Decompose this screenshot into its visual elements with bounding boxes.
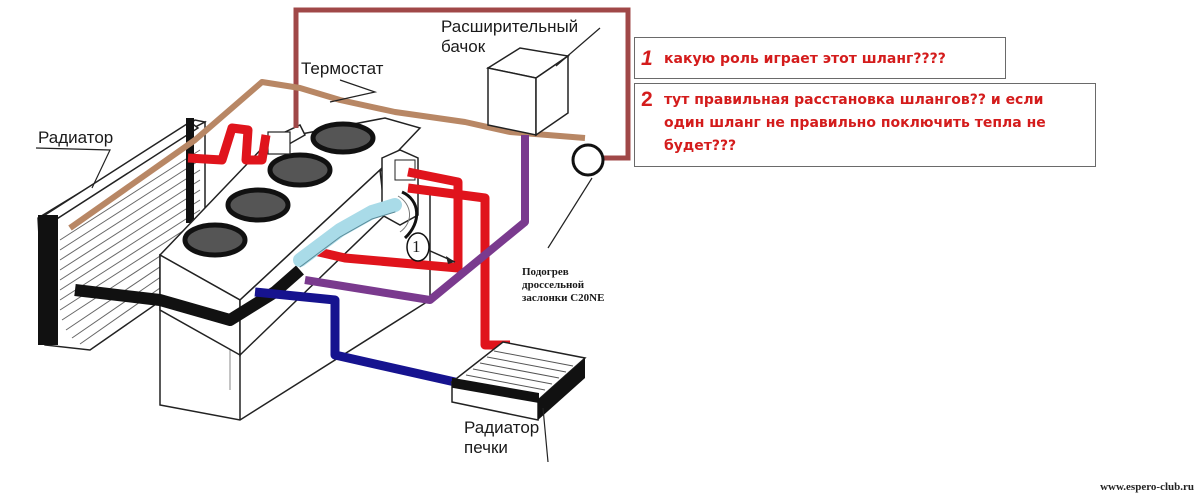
question-2-text-line2: один шланг не правильно поключить тепла … (664, 115, 1046, 131)
question-box-1: 1 какую роль играет этот шланг???? (634, 37, 1006, 79)
question-1-text: какую роль играет этот шланг???? (664, 51, 946, 67)
question-2-text-line3: будет??? (664, 138, 737, 154)
site-watermark: www.espero-club.ru (1100, 481, 1194, 493)
throttle-heater-label-line1: Подогрев (522, 266, 569, 278)
question-1-number: 1 (641, 47, 653, 70)
heater-core-icon (450, 341, 587, 421)
thermostat-housing-icon (266, 124, 306, 155)
throttle-heater-ring-icon (571, 143, 605, 177)
thermostat-label: Термостат (301, 59, 384, 78)
throttle-heater-label-line3: заслонки C20NE (522, 292, 605, 304)
radiator-label: Радиатор (38, 128, 114, 147)
expansion-tank-label-line2: бачок (441, 37, 486, 56)
question-box-2: 2 тут правильная расстановка шлангов?? и… (634, 83, 1096, 167)
heater-core-label-line1: Радиатор (464, 418, 540, 437)
hose-marker-1: 1 (412, 237, 421, 256)
expansion-tank-icon (486, 47, 570, 137)
expansion-tank-label-line1: Расширительный (441, 17, 579, 36)
throttle-heater-label-line2: дроссельной (522, 279, 585, 291)
question-2-number: 2 (641, 88, 653, 111)
heater-core-label-line2: печки (464, 438, 508, 457)
question-2-text-line1: тут правильная расстановка шлангов?? и е… (664, 92, 1044, 108)
